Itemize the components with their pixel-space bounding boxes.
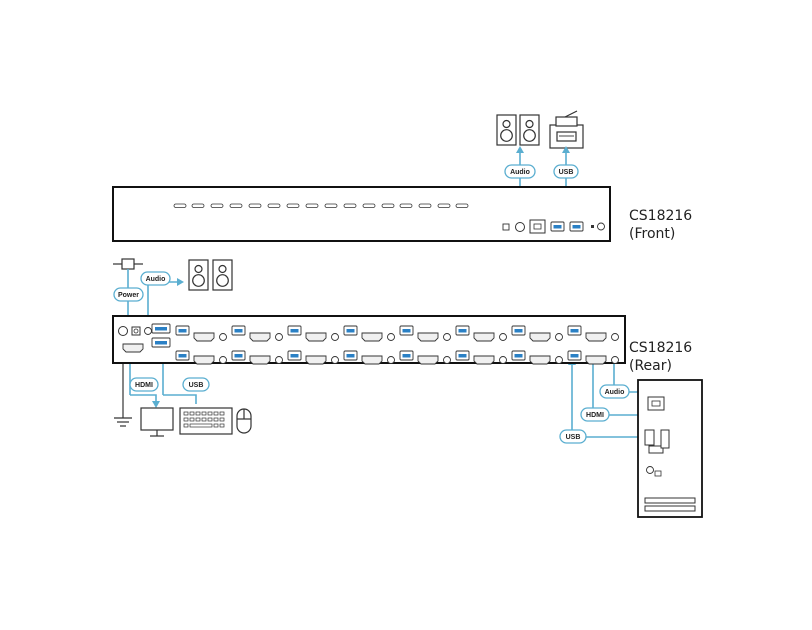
rear-audio-label: Audio: [140, 271, 171, 286]
svg-text:HDMI: HDMI: [135, 382, 153, 389]
monitor-icon: [140, 407, 174, 437]
printer-icon: [549, 110, 584, 149]
rear-hdmi-label: HDMI: [129, 377, 159, 392]
svg-text:Power: Power: [118, 292, 139, 299]
svg-text:HDMI: HDMI: [586, 412, 604, 419]
svg-text:USB: USB: [189, 382, 204, 389]
svg-text:USB: USB: [559, 169, 574, 176]
pc-audio-label: Audio: [599, 384, 630, 399]
computer-tower-icon: [637, 379, 703, 518]
rear-model: CS18216: [629, 340, 692, 356]
power-label: Power: [113, 287, 144, 302]
svg-text:Audio: Audio: [605, 389, 625, 396]
svg-text:Audio: Audio: [146, 276, 166, 283]
front-usb-label: USB: [553, 164, 579, 179]
power-adapter-icon: [113, 258, 143, 270]
svg-text:USB: USB: [566, 434, 581, 441]
front-view-label: (Front): [629, 226, 675, 242]
mouse-icon: [236, 408, 252, 434]
keyboard-icon: [179, 407, 233, 435]
rear-view-label: (Rear): [629, 358, 672, 374]
rear-usb-label: USB: [182, 377, 210, 392]
svg-text:Audio: Audio: [510, 169, 530, 176]
speaker-icon: [496, 114, 540, 146]
front-chassis: [112, 186, 611, 242]
pc-hdmi-label: HDMI: [580, 407, 610, 422]
pc-usb-label: USB: [559, 429, 587, 444]
rear-console-ports: [118, 323, 171, 353]
front-model: CS18216: [629, 208, 692, 224]
speaker-icon: [188, 259, 233, 291]
front-audio-label: Audio: [504, 164, 536, 179]
rear-cables: [127, 269, 689, 474]
front-ports: [502, 219, 605, 234]
